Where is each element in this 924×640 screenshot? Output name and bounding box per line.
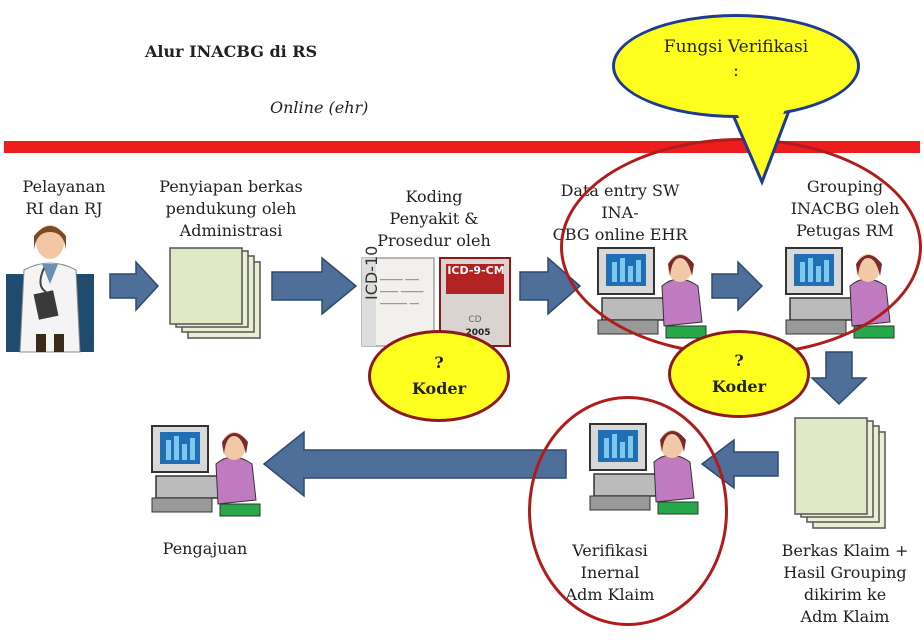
label-pengajuan: Pengajuan (162, 539, 248, 558)
icd-books-icon: _____ ___ ____ _____ ______ __ CD (361, 257, 511, 347)
computer-user-icon (151, 425, 261, 517)
arrow-left (262, 430, 567, 498)
koder-badge-left: ? Koder (368, 330, 510, 422)
svg-text:CD: CD (468, 315, 481, 325)
verification-ring-internal (528, 396, 728, 626)
diagram-subtitle: Online (ehr) (270, 98, 369, 117)
document-stack-icon (169, 247, 261, 339)
arrow-down (810, 351, 868, 406)
svg-text:______ __: ______ __ (379, 295, 419, 305)
doctor-icon (6, 225, 94, 353)
arrow-right (519, 256, 582, 316)
document-stack-claim-icon (794, 417, 886, 529)
icd9-book-label: ICD-9-CM (447, 264, 505, 277)
diagram-title: Alur INACBG di RS (145, 42, 318, 61)
svg-text:____ _____: ____ _____ (379, 283, 424, 293)
arrow-right (271, 256, 358, 316)
arrow-right (109, 260, 160, 312)
fungsi-verifikasi-callout: Fungsi Verifikasi : (612, 14, 860, 118)
icd9-book-year: 2005 (465, 328, 491, 338)
koder-badge-right: ? Koder (668, 330, 810, 418)
svg-text:_____ ___: _____ ___ (379, 271, 419, 281)
